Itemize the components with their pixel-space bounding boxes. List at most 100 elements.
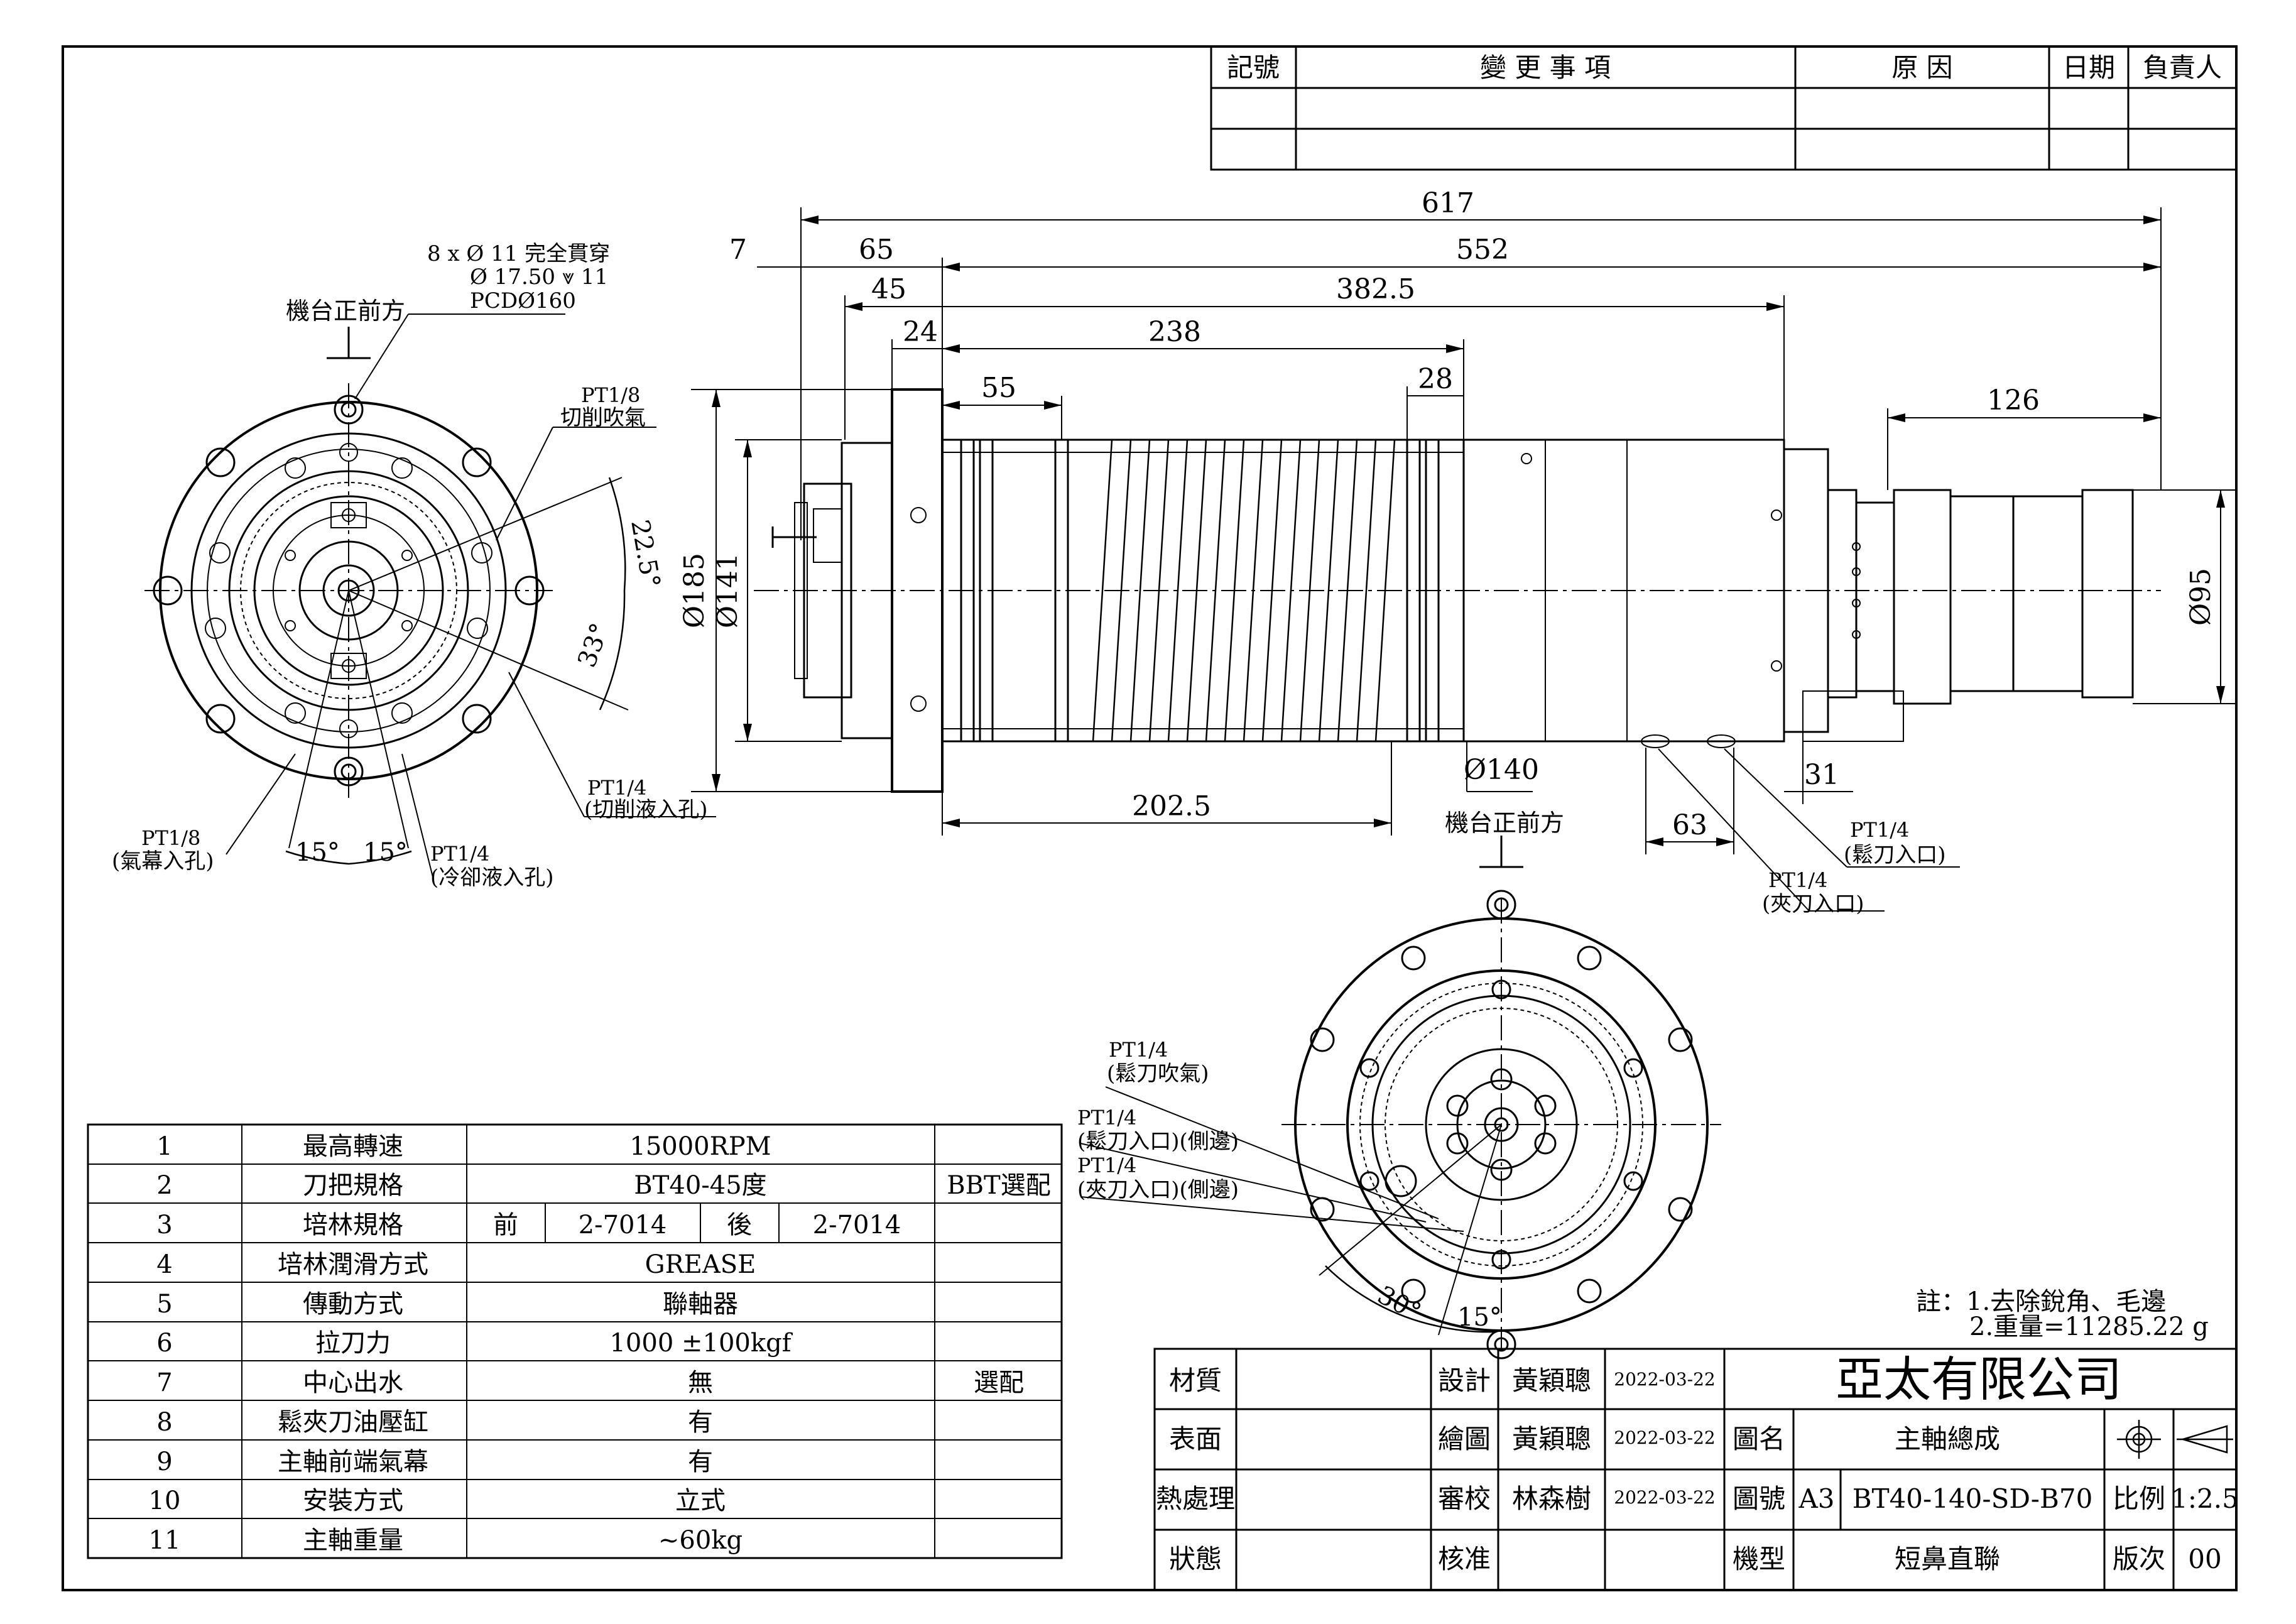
dim-dia-140: Ø140	[1464, 754, 1539, 786]
tb-drawing-name-label: 圖名	[1733, 1424, 1785, 1454]
spec-note: BBT選配	[947, 1171, 1050, 1200]
tb-checker: 林森樹	[1512, 1483, 1591, 1514]
pt14-cut-label: (切削液入孔)	[584, 797, 708, 822]
spec-no: 8	[156, 1408, 172, 1437]
angle-15-right: 15°	[363, 838, 408, 867]
rev-header-change: 變 更 事 項	[1480, 52, 1611, 83]
rev-header-reason: 原 因	[1891, 52, 1952, 83]
dim-552: 552	[1456, 234, 1509, 266]
drawing-border	[62, 45, 2238, 1591]
dim-7: 7	[729, 234, 747, 266]
tb-drafter: 黃穎聰	[1512, 1424, 1591, 1454]
rev-header-mark: 記號	[1227, 52, 1280, 83]
tb-designer: 黃穎聰	[1512, 1365, 1591, 1396]
tb-version: 00	[2188, 1544, 2221, 1574]
pt14-clamp-size: PT1/4	[1768, 868, 1827, 892]
tb-design-label: 設計	[1438, 1365, 1491, 1396]
tb-size: A3	[1798, 1483, 1834, 1514]
dim-202-5: 202.5	[1132, 790, 1211, 822]
spec-bearing-rear-label: 後	[727, 1211, 752, 1240]
dim-dia-185: Ø185	[678, 553, 710, 628]
pt14-cside-size: PT1/4	[1077, 1153, 1136, 1177]
tb-company: 亞太有限公司	[1836, 1351, 2122, 1407]
angle-15-left: 15°	[295, 838, 340, 867]
spec-item: 培林潤滑方式	[278, 1250, 428, 1279]
tb-drawing-no-label: 圖號	[1733, 1483, 1785, 1514]
dim-55: 55	[981, 372, 1016, 404]
dim-45: 45	[871, 273, 906, 305]
spec-value: BT40-45度	[634, 1171, 766, 1200]
holes-note-1: 8 x Ø 11 完全貫穿	[427, 241, 610, 266]
note-line-1: 註：1.去除銳角、毛邊	[1916, 1287, 2166, 1316]
spec-no: 6	[156, 1329, 172, 1358]
spec-value: ~60kg	[658, 1526, 743, 1555]
pt14-cside-label: (夾刀入口)(側邊)	[1077, 1177, 1239, 1202]
tb-model-label: 機型	[1733, 1544, 1785, 1574]
holes-note-2: Ø 17.50 ⩔ 11	[470, 264, 608, 290]
tb-heat-label: 熱處理	[1156, 1483, 1235, 1514]
spec-bearing-front: 2-7014	[579, 1211, 667, 1240]
rev-header-owner: 負責人	[2143, 52, 2222, 83]
title-block	[1153, 1348, 2238, 1591]
tb-model: 短鼻直聯	[1895, 1544, 2000, 1574]
angle-15-bottom: 15°	[1457, 1303, 1502, 1332]
front-direction-bottom: 機台正前方	[1445, 809, 1564, 837]
spec-no: 7	[156, 1368, 172, 1397]
dim-382-5: 382.5	[1336, 273, 1415, 305]
tb-approve-label: 核准	[1438, 1544, 1491, 1574]
spec-bearing-rear: 2-7014	[813, 1211, 901, 1240]
pt18-air-label: (氣幕入孔)	[112, 849, 214, 874]
spec-value: 聯軸器	[663, 1290, 738, 1319]
pt18-air-size: PT1/8	[141, 826, 200, 850]
spec-value: GREASE	[645, 1250, 756, 1279]
spec-note: 選配	[974, 1368, 1024, 1397]
dim-dia-141: Ø141	[712, 553, 744, 628]
revision-block	[1210, 45, 2238, 171]
spec-item: 拉刀力	[315, 1329, 391, 1358]
tb-drawing-name: 主軸總成	[1895, 1424, 2000, 1454]
tb-drawing-no: BT40-140-SD-B70	[1853, 1483, 2093, 1514]
pt14-rblow-label: (鬆刀吹氣)	[1107, 1061, 1209, 1086]
pt14-release-size: PT1/4	[1850, 818, 1909, 842]
spec-value: 有	[688, 1447, 713, 1476]
note-line-2: 2.重量=11285.22 g	[1969, 1312, 2209, 1341]
spec-no: 5	[156, 1290, 172, 1319]
spec-table	[87, 1123, 1063, 1559]
pt14-rblow-size: PT1/4	[1109, 1038, 1168, 1062]
spec-no: 11	[149, 1526, 181, 1555]
pt14-cool-size: PT1/4	[430, 842, 489, 866]
spec-table-text: 1 最高轉速 15000RPM 2 刀把規格 BT40-45度 BBT選配 3 …	[149, 1132, 1051, 1555]
spec-item: 最高轉速	[303, 1132, 403, 1161]
pt18-blow-label: 切削吹氣	[560, 405, 646, 430]
spec-item: 中心出水	[303, 1368, 403, 1397]
tb-date-drawn: 2022-03-22	[1614, 1427, 1715, 1448]
pt14-cool-label: (冷卻液入孔)	[430, 865, 554, 890]
spindle-side-view	[691, 207, 2236, 912]
tb-material-label: 材質	[1169, 1365, 1222, 1396]
spec-no: 1	[156, 1132, 172, 1161]
dim-63: 63	[1672, 809, 1707, 841]
rear-end-view	[1080, 836, 1721, 1360]
spec-item: 鬆夾刀油壓缸	[278, 1408, 428, 1437]
tb-surface-label: 表面	[1169, 1424, 1222, 1454]
dim-dia-95: Ø95	[2185, 568, 2217, 626]
dim-126: 126	[1987, 384, 2040, 417]
dim-24: 24	[903, 316, 938, 348]
tb-state-label: 狀態	[1169, 1544, 1222, 1574]
spec-item: 刀把規格	[303, 1171, 403, 1200]
spec-value: 15000RPM	[629, 1132, 771, 1161]
spec-value: 無	[688, 1368, 713, 1397]
tb-date-design: 2022-03-22	[1614, 1369, 1715, 1390]
dim-65: 65	[859, 234, 894, 266]
tb-date-check: 2022-03-22	[1614, 1487, 1715, 1508]
tb-drawn-label: 繪圖	[1438, 1424, 1491, 1454]
tb-check-label: 審校	[1438, 1483, 1491, 1514]
pt14-rside-size: PT1/4	[1077, 1106, 1136, 1130]
tb-scale-label: 比例	[2113, 1483, 2165, 1514]
rev-header-date: 日期	[2062, 52, 2115, 83]
dim-28: 28	[1418, 363, 1453, 395]
spec-no: 9	[156, 1447, 172, 1476]
dim-617: 617	[1422, 187, 1474, 219]
spec-no: 10	[149, 1486, 181, 1515]
